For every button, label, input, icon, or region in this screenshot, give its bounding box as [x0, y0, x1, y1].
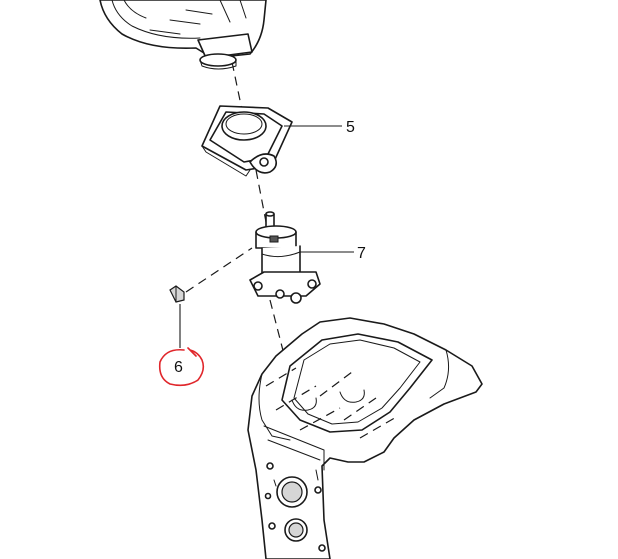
assembly-axis-upper	[231, 61, 243, 111]
assembly-axis-middle	[255, 169, 267, 223]
callout-7: 7	[357, 245, 366, 262]
highlight-circle	[158, 347, 205, 387]
part-5-horn-pad	[201, 105, 293, 177]
steering-wheel	[99, 0, 267, 70]
callout-5: 5	[346, 119, 355, 136]
part-7-steering-column	[249, 211, 321, 304]
callout-6: 6	[174, 359, 183, 376]
dashboard-console	[247, 317, 483, 559]
part-6-key	[169, 285, 185, 303]
key-alignment-line	[185, 247, 253, 293]
